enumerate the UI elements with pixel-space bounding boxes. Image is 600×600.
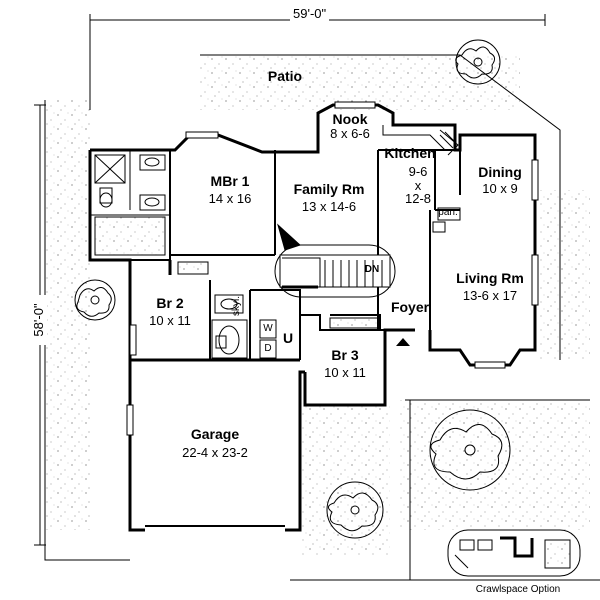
width-dimension-label: 59'-0" bbox=[290, 6, 330, 22]
tree-icons bbox=[74, 39, 511, 539]
room-size-dining: 10 x 9 bbox=[482, 181, 518, 196]
room-label-mbr1: MBr 1 bbox=[210, 173, 250, 189]
room-label-dining: Dining bbox=[478, 164, 522, 180]
dryer-label: D bbox=[264, 343, 272, 354]
site-landscape bbox=[44, 20, 600, 581]
kitchen-counters bbox=[382, 125, 461, 233]
entry-arrow-icon bbox=[396, 338, 410, 346]
room-label-garage: Garage bbox=[190, 426, 240, 442]
room-size-nook: 8 x 6-6 bbox=[330, 126, 370, 141]
room-size-family: 13 x 14-6 bbox=[301, 199, 357, 214]
depth-dimension-label: 58'-0" bbox=[31, 295, 47, 345]
room-size-mbr1: 14 x 16 bbox=[208, 191, 252, 206]
pantry-label: pan. bbox=[438, 207, 458, 218]
interior-walls bbox=[90, 149, 460, 360]
room-label-nook: Nook bbox=[332, 111, 368, 127]
room-size-br2: 10 x 11 bbox=[149, 313, 191, 328]
hall-bath-fixtures bbox=[177, 261, 248, 359]
closet-shelf bbox=[329, 317, 379, 329]
room-label-patio: Patio bbox=[267, 68, 303, 84]
room-size-kitchen-2: x bbox=[414, 178, 422, 193]
stair bbox=[274, 223, 396, 298]
tree-icon bbox=[326, 481, 384, 539]
utility-label: U bbox=[282, 330, 294, 346]
garage-door bbox=[145, 525, 285, 532]
room-label-foyer: Foyer bbox=[390, 299, 430, 315]
room-size-kitchen-3: 12-8 bbox=[404, 191, 432, 206]
room-label-family: Family Rm bbox=[293, 181, 365, 197]
washer-label: W bbox=[263, 323, 273, 334]
tree-icon bbox=[455, 39, 501, 85]
tree-icon bbox=[74, 279, 116, 321]
exterior-walls bbox=[88, 103, 537, 532]
laundry bbox=[259, 319, 277, 359]
room-label-br2: Br 2 bbox=[156, 295, 184, 311]
room-label-living: Living Rm bbox=[456, 270, 524, 286]
windows bbox=[126, 101, 539, 436]
stair-down-label: DN bbox=[364, 264, 380, 275]
crawlspace-inset bbox=[447, 529, 581, 577]
master-bath-fixtures bbox=[94, 154, 166, 256]
room-size-kitchen-1: 9-6 bbox=[408, 164, 428, 179]
room-size-living: 13-6 x 17 bbox=[462, 288, 518, 303]
room-label-kitchen: Kitchen bbox=[384, 145, 436, 161]
tree-icon bbox=[429, 409, 511, 491]
room-size-garage: 22-4 x 23-2 bbox=[182, 445, 248, 460]
crawlspace-caption: Crawlspace Option bbox=[475, 584, 561, 595]
room-size-br3: 10 x 11 bbox=[324, 365, 366, 380]
room-label-br3: Br 3 bbox=[331, 347, 359, 363]
skylight-label: skyl. bbox=[231, 296, 242, 316]
